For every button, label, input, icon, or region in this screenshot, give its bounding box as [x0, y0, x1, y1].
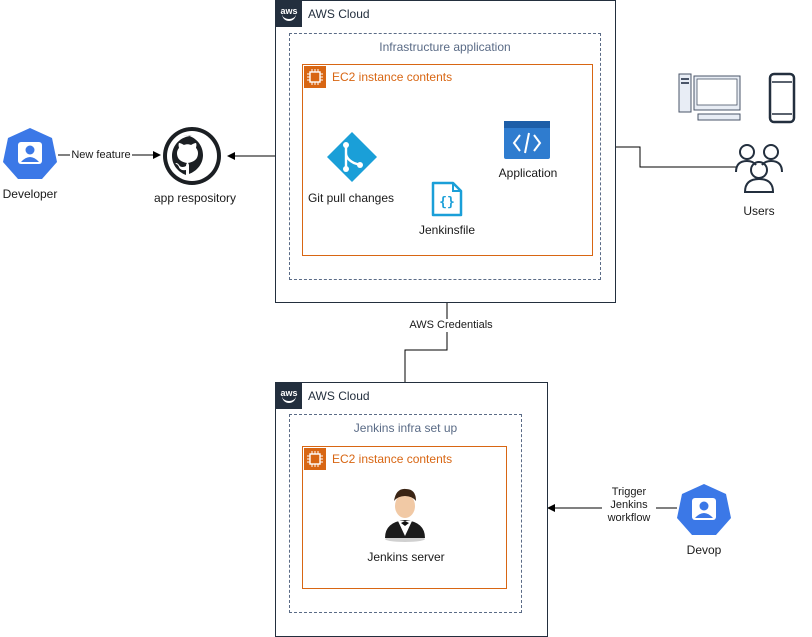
jenkinsfile-icon: {} [430, 180, 464, 223]
edge-label-new-feature: New feature [70, 149, 132, 162]
developer-label: Developer [2, 187, 58, 201]
aws-cloud-top-header: aws AWS Cloud [276, 1, 370, 27]
ec2-bottom: EC2 instance contents [302, 446, 507, 589]
aws-logo-icon: aws [276, 383, 302, 409]
group-infra-application: Infrastructure application [289, 33, 601, 280]
ec2-top-header: EC2 instance contents [303, 65, 452, 89]
application-icon [504, 121, 550, 164]
ec2-chip-icon [303, 447, 327, 471]
ec2-top: EC2 instance contents [302, 64, 593, 256]
edge-label-trigger: Trigger Jenkins workflow [602, 486, 656, 525]
jenkins-server-label: Jenkins server [367, 550, 445, 564]
aws-logo-icon: aws [276, 1, 302, 27]
group-jenkins-infra-title: Jenkins infra set up [353, 421, 458, 435]
svg-text:{}: {} [439, 195, 455, 210]
ec2-top-title: EC2 instance contents [332, 70, 453, 84]
users-label: Users [743, 204, 775, 218]
git-pull-label: Git pull changes [307, 191, 395, 205]
github-icon [162, 126, 222, 191]
jenkins-server-icon [381, 486, 429, 547]
git-icon [326, 131, 378, 188]
edge-label-aws-credentials: AWS Credentials [405, 319, 497, 332]
devop-icon [676, 483, 732, 542]
ec2-bottom-header: EC2 instance contents [303, 447, 452, 471]
group-infra-title: Infrastructure application [379, 40, 511, 54]
aws-cloud-bottom-header: aws AWS Cloud [276, 383, 370, 409]
users-icon [734, 142, 784, 199]
mobile-phone-icon [768, 72, 796, 129]
aws-cloud-top: aws AWS Cloud [275, 0, 616, 303]
developer-icon [2, 127, 58, 186]
jenkinsfile-label: Jenkinsfile [418, 223, 476, 237]
repository-label: app respository [153, 191, 237, 205]
ec2-bottom-title: EC2 instance contents [332, 452, 453, 466]
desktop-computer-icon [678, 72, 742, 127]
group-jenkins-infra: Jenkins infra set up [289, 414, 522, 613]
devop-label: Devop [686, 543, 722, 557]
aws-cloud-bottom-title: AWS Cloud [308, 389, 370, 403]
aws-cloud-top-title: AWS Cloud [308, 7, 370, 21]
application-label: Application [498, 166, 558, 180]
ec2-chip-icon [303, 65, 327, 89]
